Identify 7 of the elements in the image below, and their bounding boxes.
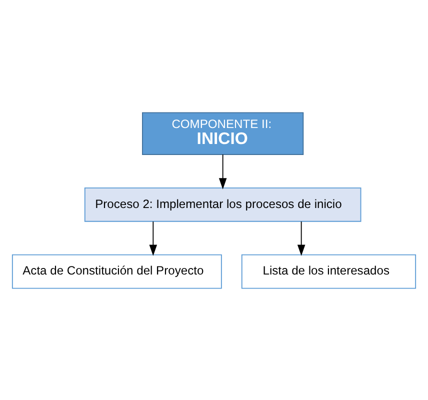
node-box: COMPONENTE II: INICIO bbox=[142, 112, 304, 154]
node-box: Acta de Constitución del Proyecto bbox=[12, 254, 222, 288]
arrow bbox=[297, 220, 306, 256]
arrow bbox=[218, 154, 227, 189]
arrow bbox=[149, 220, 158, 256]
node-box: Lista de los interesados bbox=[241, 254, 416, 288]
node-box: Proceso 2: Implementar los procesos de inicio bbox=[84, 187, 362, 222]
